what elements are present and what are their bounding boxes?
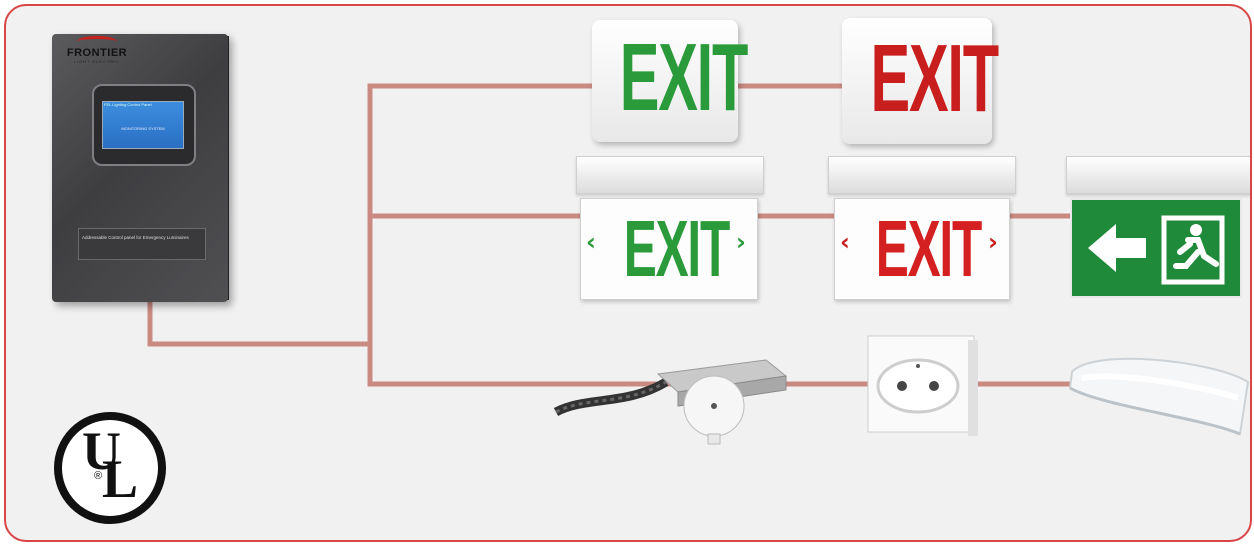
wiring-lines — [147, 83, 1075, 387]
emergency-wall-light — [867, 335, 978, 436]
brand-swoosh-icon — [77, 36, 117, 47]
exit-sign-red-box — [842, 18, 992, 144]
edge-sign-mount-red — [828, 156, 1016, 194]
ul-certification-icon — [54, 412, 166, 524]
edge-sign-red-panel — [834, 198, 1010, 300]
exit-text-red-edge: EXIT — [875, 204, 983, 293]
exit-text-green: EXIT — [619, 24, 749, 131]
running-man-sign — [1070, 198, 1242, 298]
left-arrow-icon — [1088, 224, 1146, 272]
chevron-left-icon: ‹ — [586, 228, 596, 256]
ul-letter-u: U — [82, 421, 121, 481]
edge-sign-mount-green — [576, 156, 764, 194]
ul-letter-l: L — [102, 449, 139, 509]
panel-label-plate — [78, 228, 206, 260]
panel-screen — [102, 101, 184, 149]
chevron-right-icon: › — [988, 228, 998, 256]
brand-name: FRONTIER — [66, 47, 128, 59]
wire-panel-drop — [147, 291, 373, 347]
diagram-frame: FRONTIER LIGHT ELECTRIC FEL Lighting Con… — [4, 4, 1252, 542]
brand-tagline: LIGHT ELECTRIC — [73, 59, 121, 64]
screen-text-2: MONITORING SYSTEM — [121, 126, 165, 131]
running-man-icon — [1161, 215, 1225, 285]
panel-label-text: Addressable Control panel for Emergency … — [82, 235, 189, 240]
running-man-sign-graphic — [1088, 215, 1225, 285]
ul-registered-mark: ® — [94, 470, 103, 482]
exit-text-red: EXIT — [870, 25, 1000, 132]
emergency-downlight-kit — [553, 359, 788, 445]
chevron-right-icon: › — [736, 228, 746, 256]
exit-text-green-edge: EXIT — [623, 204, 731, 293]
edge-sign-mount-running-man — [1066, 156, 1250, 194]
screen-text-1: FEL Lighting Control Panel — [104, 102, 152, 107]
exit-sign-green-box — [592, 20, 738, 142]
edge-sign-green-panel — [580, 198, 758, 300]
brand-logo: FRONTIER LIGHT ELECTRIC — [62, 36, 132, 64]
chevron-left-icon: ‹ — [840, 228, 850, 256]
control-panel — [52, 34, 228, 302]
emergency-bulkhead-light — [1068, 357, 1250, 436]
